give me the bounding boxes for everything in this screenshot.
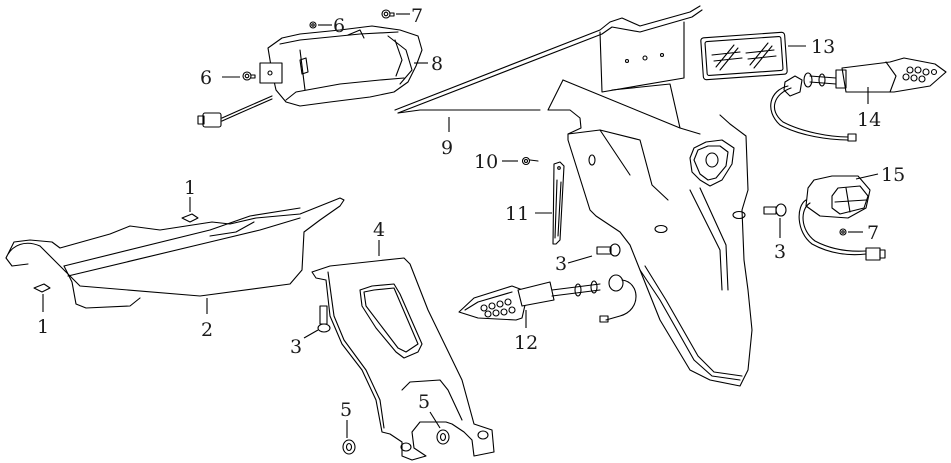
callout-10: 10: [474, 151, 498, 173]
tail-light-part: [197, 25, 423, 128]
callout-7-top: 7: [411, 5, 423, 27]
callout-15: 15: [881, 164, 905, 186]
mounting-bracket-part: [311, 257, 495, 461]
clip-1-bottom: [33, 283, 51, 293]
bolt-6-left: [242, 71, 256, 81]
callout-4: 4: [373, 219, 385, 241]
rear-right-turn-signal-part: [770, 57, 947, 142]
callout-1-top: 1: [184, 177, 196, 199]
callout-6-top: 6: [333, 15, 345, 37]
rear-left-turn-signal-part: [458, 243, 637, 323]
leader-lines: [42, 13, 879, 438]
clip-1-top: [181, 213, 199, 223]
reflector-part: [700, 31, 788, 81]
callout-labels: 6 7 6 8 9 13 14 10 11 15 7 3 3 12 1 1 2 …: [37, 5, 905, 421]
bolt-3-right: [763, 203, 787, 217]
callout-5-left: 5: [340, 399, 352, 421]
license-plate-bracket-part: [552, 161, 565, 245]
callout-6-left: 6: [200, 67, 212, 89]
callout-3-right: 3: [774, 241, 786, 263]
callout-11: 11: [505, 203, 529, 225]
license-plate-light-part: [798, 175, 886, 261]
nut-5-right: [436, 429, 450, 445]
callout-3-left: 3: [290, 336, 302, 358]
callout-9: 9: [441, 137, 453, 159]
rear-undercover-part: [5, 197, 345, 309]
screw-7-top: [309, 21, 317, 29]
callout-2: 2: [201, 319, 213, 341]
callout-14: 14: [857, 109, 881, 131]
callout-3-mid: 3: [555, 253, 567, 275]
bolt-3-left: [317, 305, 331, 333]
rear-fender-part: [547, 21, 753, 387]
callout-7-right: 7: [867, 222, 879, 244]
callout-1-bottom: 1: [37, 316, 49, 338]
nut-5-left: [342, 439, 356, 455]
seat-rail-trim-part: [394, 5, 703, 114]
bolt-6-top: [381, 9, 395, 19]
callout-13: 13: [811, 36, 835, 58]
screw-7-right: [839, 228, 847, 236]
screw-10-part: [521, 156, 539, 166]
callout-12: 12: [514, 332, 538, 354]
callout-5-right: 5: [418, 391, 430, 413]
callout-8: 8: [431, 53, 443, 75]
